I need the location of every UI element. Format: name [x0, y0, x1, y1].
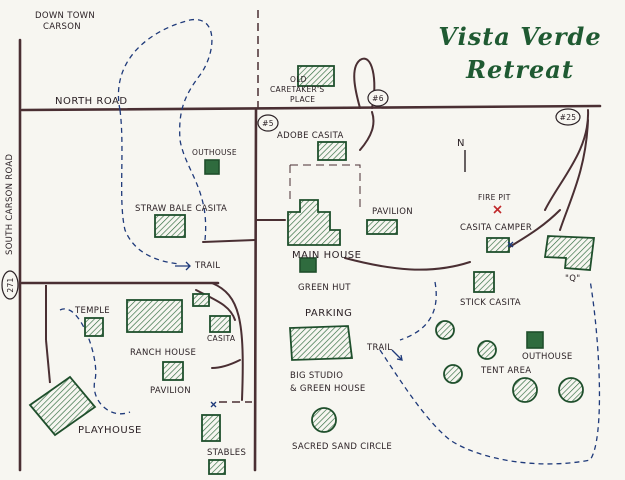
x-mark-icon	[493, 205, 502, 214]
playhouse	[28, 375, 97, 437]
west-drive-2	[45, 339, 51, 384]
trails	[59, 19, 601, 465]
parking-label: PARKING	[305, 308, 352, 319]
north-road-label: NORTH ROAD	[55, 96, 128, 107]
tent-site	[477, 340, 497, 360]
straw-bale-casita-label: STRAW BALE CASITA	[135, 204, 227, 214]
small-x-icon	[210, 401, 217, 408]
casita-ranch-label: CASITA	[207, 334, 236, 343]
old-caretakers-place	[297, 65, 335, 87]
pavilion-main	[366, 219, 398, 235]
sign-25: #25	[555, 108, 581, 126]
adobe-casita	[317, 141, 347, 161]
main-house	[287, 199, 341, 246]
green-hut-label: GREEN HUT	[298, 283, 351, 293]
trail-east-spur	[399, 281, 437, 341]
tent-site	[512, 377, 538, 403]
ranch-spur-2	[195, 289, 236, 321]
big-studio-label-1: BIG STUDIO	[290, 371, 343, 381]
route-271-shield: 271	[1, 270, 19, 300]
pavilion-ranch	[162, 361, 184, 381]
outhouse-west-label: OUTHOUSE	[192, 148, 237, 157]
casita-camper	[486, 237, 510, 253]
tent-site	[435, 320, 455, 340]
trail-ranch-loop	[59, 308, 131, 415]
ranch-outbuilding	[192, 293, 210, 307]
north-road	[20, 104, 602, 112]
title-line-1: Vista Verde	[438, 22, 601, 51]
tent-site	[443, 364, 463, 384]
trail-center-label: TRAIL	[366, 343, 392, 353]
fire-pit-label: FIRE PIT	[478, 193, 511, 202]
tent-area-label: TENT AREA	[480, 366, 531, 376]
outhouse-west	[204, 159, 220, 175]
old-caretakers-label-1: OLD	[290, 75, 307, 84]
q-building	[543, 235, 596, 271]
stables-label: STABLES	[207, 448, 246, 458]
small-x-icon	[507, 241, 514, 248]
sign-5-label: #5	[262, 119, 274, 128]
trail-west-loop	[119, 109, 181, 265]
straw-bale-casita	[154, 214, 186, 238]
casita-camper-label: CASITA CAMPER	[460, 223, 532, 233]
downtown-label-1: DOWN TOWN	[35, 11, 95, 21]
roads	[18, 38, 602, 472]
title-line-2: Retreat	[465, 55, 574, 84]
sign-6-label: #6	[372, 94, 384, 103]
trail-arrow-icon	[175, 261, 191, 271]
road-6-spur	[359, 111, 375, 151]
pavilion-main-label: PAVILION	[372, 207, 413, 217]
south-carson-road-label: SOUTH CARSON ROAD	[5, 154, 15, 255]
green-hut	[299, 257, 317, 273]
straw-bale-drive	[202, 239, 256, 243]
q-label: "Q"	[565, 274, 580, 284]
casita-ranch	[209, 315, 231, 333]
ranch-spur	[211, 359, 241, 369]
sign-5: #5	[257, 114, 279, 132]
sign-6: #6	[367, 89, 389, 107]
old-caretakers-label-2: CARETAKER'S	[270, 85, 324, 94]
pavilion-ranch-label: PAVILION	[150, 386, 191, 396]
temple-label: TEMPLE	[74, 306, 110, 316]
trail-arrow-icon	[391, 349, 403, 361]
adobe-casita-label: ADOBE CASITA	[277, 131, 344, 141]
north-symbol-label: N	[457, 138, 465, 149]
outhouse-east-label: OUTHOUSE	[522, 352, 573, 362]
road-25-branch-b	[559, 119, 589, 231]
stick-casita-label: STICK CASITA	[460, 298, 521, 308]
old-caretakers-label-3: PLACE	[290, 95, 315, 104]
ranch-house-label: RANCH HOUSE	[130, 348, 196, 358]
tent-site	[558, 377, 584, 403]
sacred-sand-circle	[311, 407, 337, 433]
road-6-loop	[353, 57, 376, 109]
stables-annex	[208, 459, 226, 475]
trail-west-label: TRAIL	[194, 261, 220, 271]
sign-25-label: #25	[560, 113, 577, 122]
main-house-label: MAIN HOUSE	[292, 250, 361, 261]
stick-casita	[473, 271, 495, 293]
big-studio-label-2: & GREEN HOUSE	[290, 384, 366, 394]
stables	[201, 414, 221, 442]
tent-area-circles	[311, 320, 584, 433]
main-house-yard	[290, 164, 361, 210]
ranch-drive	[211, 282, 244, 401]
temple	[84, 317, 104, 337]
sacred-sand-circle-label: SACRED SAND CIRCLE	[292, 442, 392, 452]
outhouse-east	[526, 331, 544, 349]
playhouse-label: PLAYHOUSE	[78, 425, 142, 436]
buildings	[28, 65, 596, 475]
ranch-house	[126, 299, 183, 333]
trail-north-west	[117, 19, 213, 241]
big-studio	[289, 325, 354, 361]
main-house-drive	[344, 257, 471, 271]
downtown-label-2: CARSON	[43, 22, 81, 32]
route-271-label: 271	[6, 277, 15, 292]
trail-east-loop	[379, 279, 601, 465]
road-5	[253, 108, 258, 472]
